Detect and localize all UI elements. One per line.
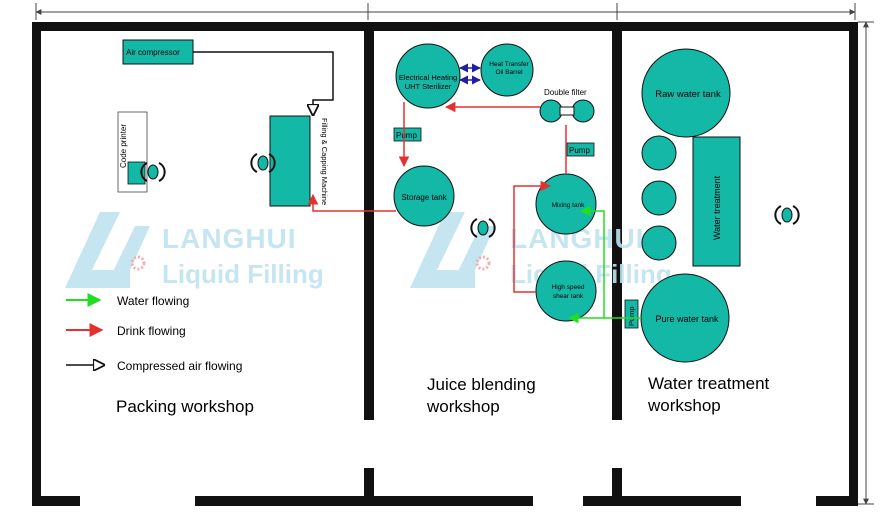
compressed-air-line — [193, 51, 334, 115]
high-speed-shear-tank: High speed shear tank — [535, 260, 597, 322]
pump-water: Pump — [624, 299, 639, 329]
uht-label-line1: Electrical Heating — [399, 73, 457, 82]
water-workshop-label-line2: workshop — [647, 396, 721, 415]
code-printer-label: Code printer — [119, 124, 128, 168]
double-filter: Double filter — [539, 88, 595, 123]
pump-juice-right: Pump — [566, 142, 595, 157]
pump-juice-left: Pump — [393, 127, 422, 142]
uht-label-line2: UHT Sterilizer — [405, 82, 452, 91]
svg-text:Pump: Pump — [396, 131, 417, 140]
air-compressor-label: Air compressor — [126, 48, 180, 57]
dimension-lines — [35, 3, 874, 505]
watermark-center: LANGHUI Liquid Filling — [410, 212, 672, 289]
code-printer: Code printer — [117, 111, 148, 193]
filling-capping-machine: Filling & Capping Machine — [269, 115, 329, 207]
svg-text:Raw water tank: Raw water tank — [655, 89, 721, 100]
watermark-brand: LANGHUI — [162, 223, 297, 254]
watermark-tagline: Liquid Filling — [162, 259, 324, 289]
double-filter-label: Double filter — [544, 88, 587, 97]
watermark-left: LANGHUI Liquid Filling — [65, 212, 324, 289]
packing-workshop-label: Packing workshop — [116, 397, 254, 416]
drink-line-storage-to-filler — [307, 193, 396, 212]
uht-sterilizer: Electrical Heating UHT Sterilizer — [395, 43, 461, 109]
svg-text:Pump: Pump — [569, 146, 590, 155]
storage-tank: Storage tank — [393, 165, 455, 227]
heat-transfer-oil-barrel: Heat Transfer Oil Barrel — [480, 43, 534, 97]
pure-water-tank: Pure water tank — [640, 273, 730, 363]
legend: Water flowing Drink flowing Compressed a… — [66, 293, 242, 373]
operator-icon — [774, 205, 800, 225]
drink-line-shear-to-mixing — [513, 180, 552, 293]
water-workshop-label-line1: Water treatment — [648, 374, 770, 393]
water-treatment-unit: Water treatment — [692, 136, 741, 267]
operator-icon — [470, 218, 496, 238]
heat-transfer-label-line2: Oil Barrel — [495, 69, 523, 76]
heat-transfer-label-line1: Heat Transfer — [489, 61, 529, 68]
svg-text:Mixing tank: Mixing tank — [552, 202, 586, 209]
svg-text:Storage tank: Storage tank — [401, 193, 447, 202]
water-line-to-mixing — [579, 205, 605, 318]
svg-text:Water treatment: Water treatment — [712, 175, 722, 240]
mixing-tank: Mixing tank — [535, 173, 597, 235]
svg-text:shear tank: shear tank — [553, 293, 584, 300]
operator-icon — [250, 153, 276, 173]
building-walls — [32, 22, 858, 506]
juice-workshop-label-line2: workshop — [426, 397, 500, 416]
raw-water-tank: Raw water tank — [641, 48, 731, 138]
legend-drink-label: Drink flowing — [117, 324, 186, 338]
legend-water-label: Water flowing — [117, 294, 189, 308]
svg-text:Pump: Pump — [627, 306, 636, 326]
filter-columns — [641, 135, 677, 261]
juice-workshop-label-line1: Juice blending — [427, 375, 536, 394]
svg-text:Pure water tank: Pure water tank — [655, 314, 719, 324]
operator-icon — [140, 162, 166, 182]
svg-text:High speed: High speed — [552, 284, 585, 291]
gear-icon — [475, 255, 491, 271]
air-compressor: Air compressor — [122, 39, 194, 65]
legend-air-label: Compressed air flowing — [117, 359, 242, 373]
gear-icon — [130, 255, 146, 271]
filling-capping-label: Filling & Capping Machine — [320, 118, 329, 205]
